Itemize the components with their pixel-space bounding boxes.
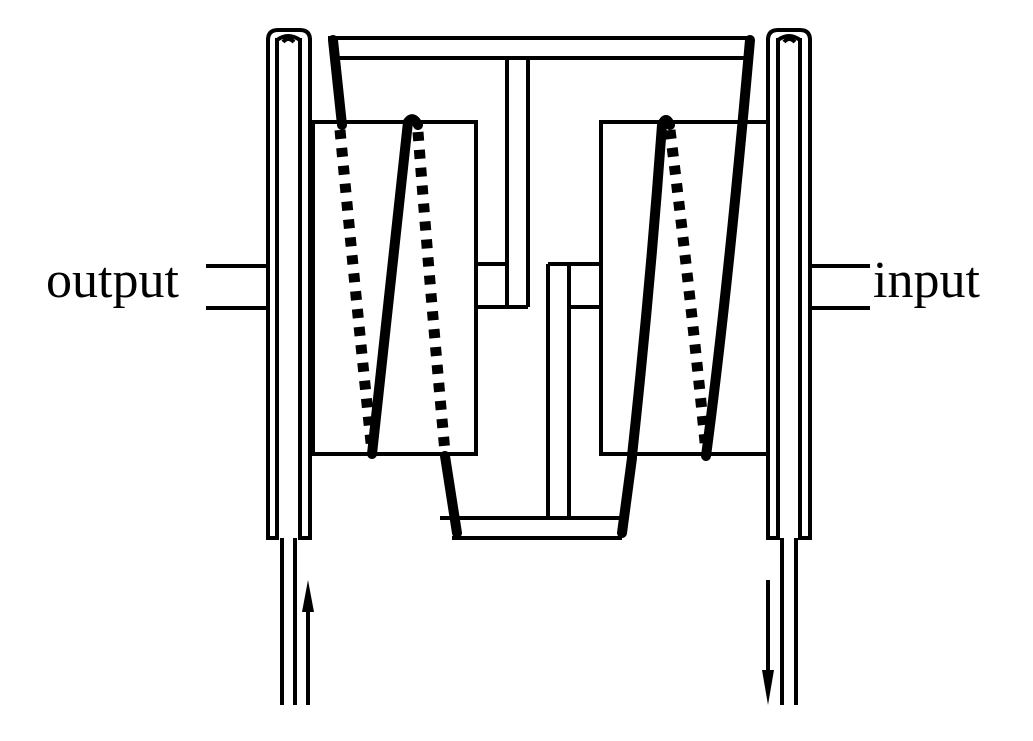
right-leads	[766, 538, 798, 705]
left-wall	[266, 28, 312, 540]
left-leads	[280, 538, 310, 705]
arrow-down-icon	[762, 670, 774, 705]
output-label: output	[46, 252, 179, 309]
bottom-bar	[440, 516, 625, 540]
right-core	[599, 120, 770, 456]
arrow-up-icon	[302, 580, 314, 612]
left-winding	[328, 35, 462, 538]
center-connector-lower	[546, 262, 601, 518]
right-winding	[617, 35, 755, 538]
output-terminal	[206, 264, 268, 310]
center-connector-upper	[476, 58, 530, 309]
input-label: input	[873, 252, 980, 309]
input-terminal	[810, 264, 870, 310]
right-wall	[766, 28, 812, 540]
top-bar	[313, 36, 768, 124]
